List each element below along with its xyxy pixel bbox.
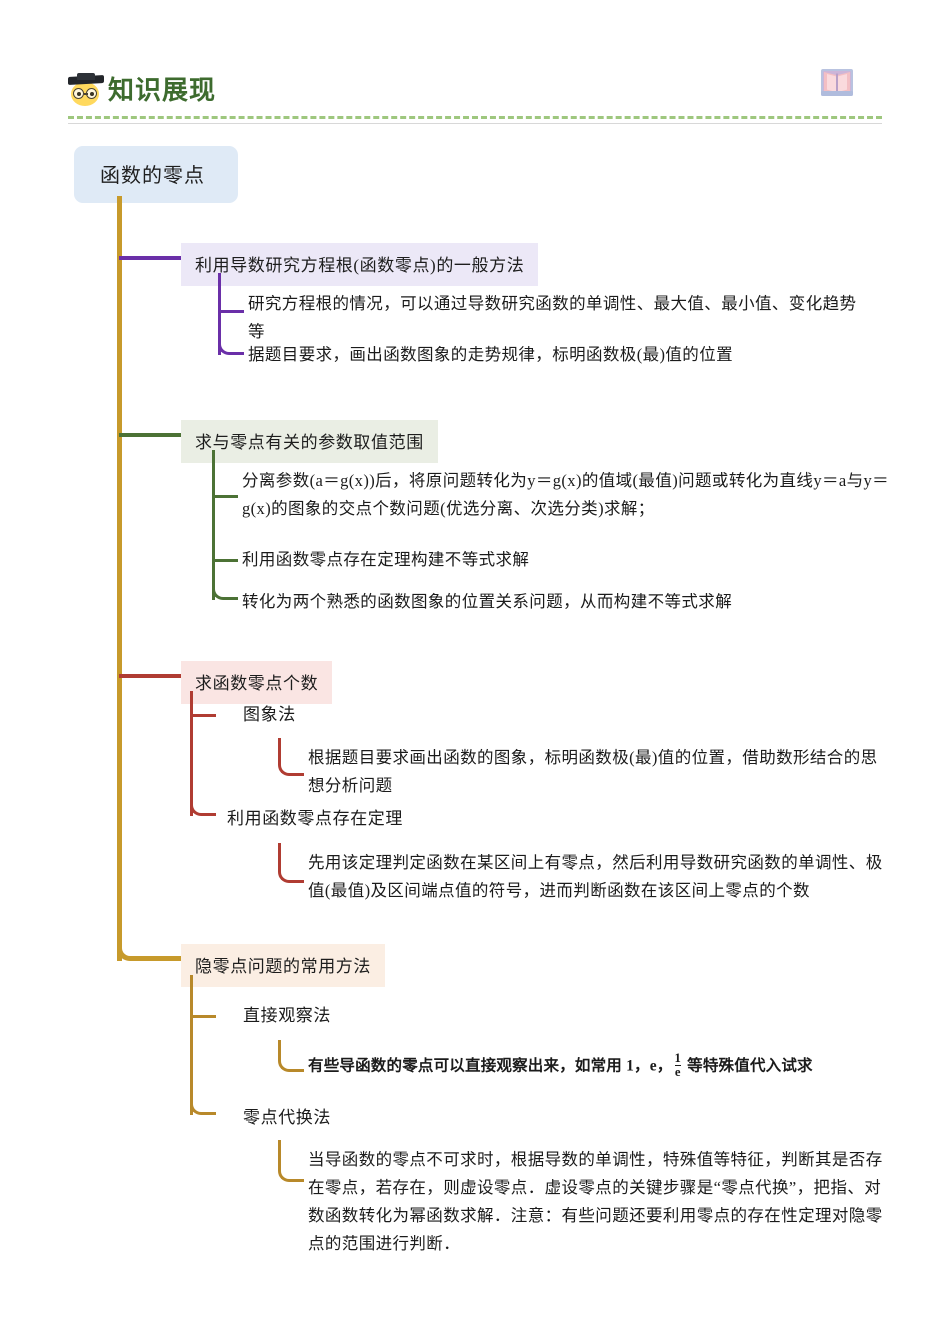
page-title: 知识展现 (108, 75, 217, 105)
detail-suffix: 等特殊值代入试求 (683, 1057, 813, 1075)
branch-elbow (190, 794, 216, 816)
section-connector (119, 433, 181, 437)
branch-stub (190, 714, 216, 717)
item-text: 据题目要求，画出函数图象的走势规律，标明函数极(最)值的位置 (248, 345, 733, 364)
item-text: 研究方程根的情况，可以通过导数研究函数的单调性、最大值、最小值、变化趋势等 (248, 294, 857, 341)
trunk-line (117, 196, 122, 961)
item-text: 分离参数(a＝g(x))后，将原问题转化为y＝g(x)的值域(最值)问题或转化为… (242, 471, 890, 518)
open-book-icon (814, 58, 860, 104)
section-header-zero-count[interactable]: 求函数零点个数 (181, 661, 333, 704)
graduation-cap-face-icon (68, 73, 104, 107)
item-label[interactable]: 图象法 (243, 705, 296, 724)
branch-elbow (190, 1093, 216, 1115)
fraction-numerator: 1 (674, 1051, 682, 1065)
branch-stub (212, 495, 238, 498)
detail-text: 先用该定理判定函数在某区间上有零点，然后利用导数研究函数的单调性、极值(最值)及… (308, 853, 883, 900)
branch-elbow (212, 578, 238, 600)
header-divider-dashed (68, 116, 882, 119)
detail-text: 当导函数的零点不可求时，根据导数的单调性，特殊值等特征，判断其是否存在零点，若存… (308, 1150, 883, 1253)
section-connector (119, 256, 181, 260)
item-text: 利用函数零点存在定理构建不等式求解 (242, 550, 530, 569)
detail-elbow (278, 1040, 304, 1072)
fraction-denominator: e (674, 1064, 681, 1079)
branch-spine (190, 691, 193, 816)
branch-stub (190, 1015, 216, 1018)
detail-text: 根据题目要求画出函数的图象，标明函数极(最)值的位置，借助数形结合的思想分析问题 (308, 748, 878, 795)
detail-prefix: 有些导函数的零点可以直接观察出来，如常用 1，e， (308, 1057, 673, 1075)
branch-stub (218, 310, 244, 313)
branch-spine (190, 975, 193, 1115)
item-label[interactable]: 直接观察法 (243, 1006, 331, 1025)
section-connector (119, 674, 181, 678)
section-header-general-method[interactable]: 利用导数研究方程根(函数零点)的一般方法 (181, 243, 539, 286)
trunk-elbow (117, 930, 181, 961)
detail-elbow (278, 1140, 304, 1182)
page-header: 知识展现 (68, 68, 882, 130)
section-header-hidden-zero[interactable]: 隐零点问题的常用方法 (181, 944, 385, 987)
item-label[interactable]: 利用函数零点存在定理 (227, 809, 403, 828)
branch-spine (212, 450, 215, 600)
root-node[interactable]: 函数的零点 (74, 146, 238, 203)
header-title-row: 知识展现 (68, 68, 882, 112)
header-divider-solid (68, 123, 882, 124)
branch-spine (218, 273, 221, 355)
detail-elbow (278, 843, 304, 883)
item-label[interactable]: 零点代换法 (243, 1108, 331, 1127)
branch-stub (212, 559, 238, 562)
item-text: 转化为两个熟悉的函数图象的位置关系问题，从而构建不等式求解 (242, 592, 733, 611)
branch-elbow (218, 333, 244, 355)
section-header-parameter-range[interactable]: 求与零点有关的参数取值范围 (181, 420, 438, 463)
detail-elbow (278, 738, 304, 776)
